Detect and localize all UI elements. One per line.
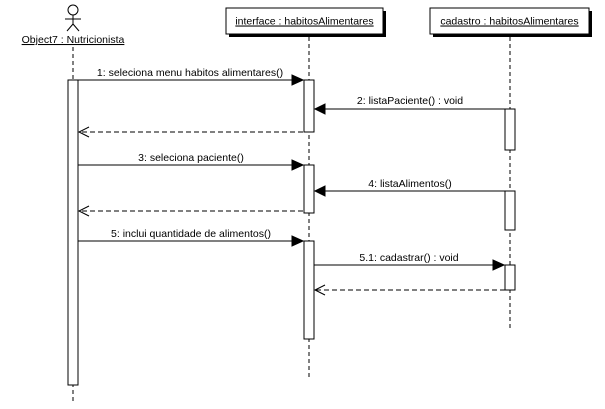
cadastro-object-label: cadastro : habitosAlimentares	[440, 16, 578, 28]
cadastro-object-box	[429, 7, 590, 35]
cadastro-object: cadastro : habitosAlimentares	[429, 7, 592, 37]
message-1-label: 1: seleciona menu habitos alimentares()	[97, 67, 283, 79]
message-5-label: 5: inclui quantidade de alimentos()	[111, 228, 271, 240]
interface-activation-bar-1	[303, 79, 315, 133]
message-2: 2: listaPaciente() : void	[313, 95, 505, 115]
message-5-arrowhead	[291, 235, 305, 247]
message-4: 4: listaAlimentos()	[313, 178, 505, 197]
actor-right-leg	[72, 23, 80, 32]
message-3: 3: seleciona paciente()	[78, 152, 305, 171]
return-message-3	[313, 284, 505, 296]
message-4-arrowhead	[313, 185, 326, 197]
message-5: 5: inclui quantidade de alimentos()	[78, 228, 305, 247]
return-message-3-arrowhead	[313, 284, 326, 296]
interface-activation-bar-3	[303, 240, 315, 340]
actor-figure	[65, 4, 81, 32]
actor-left-leg	[66, 23, 74, 32]
message-2-label: 2: listaPaciente() : void	[357, 95, 463, 107]
actor-activation-bar	[67, 79, 79, 386]
message-5-1-label: 5.1: cadastrar() : void	[359, 252, 458, 264]
return-message-1	[77, 126, 303, 138]
interface-object: interface : habitosAlimentares	[225, 7, 386, 37]
message-3-label: 3: seleciona paciente()	[138, 152, 244, 164]
message-3-arrowhead	[291, 159, 305, 171]
cadastro-activation-bar-2	[504, 190, 516, 231]
interface-object-box	[225, 7, 384, 35]
actor-head	[67, 4, 79, 16]
cadastro-activation-bar-1	[504, 108, 516, 151]
return-message-2	[77, 205, 303, 217]
message-5-1-arrowhead	[492, 259, 506, 271]
message-5-1: 5.1: cadastrar() : void	[314, 252, 506, 271]
interface-activation-bar-2	[303, 164, 315, 214]
message-2-arrowhead	[313, 103, 326, 115]
cadastro-activation-bar-3	[504, 264, 516, 291]
message-4-label: 4: listaAlimentos()	[368, 178, 451, 190]
actor-label: Object7 : Nutricionista	[22, 34, 125, 46]
message-1-arrowhead	[291, 74, 305, 86]
message-1: 1: seleciona menu habitos alimentares()	[78, 67, 305, 86]
interface-object-label: interface : habitosAlimentares	[235, 16, 373, 28]
return-message-1-arrowhead	[77, 126, 90, 138]
return-message-2-arrowhead	[77, 205, 90, 217]
